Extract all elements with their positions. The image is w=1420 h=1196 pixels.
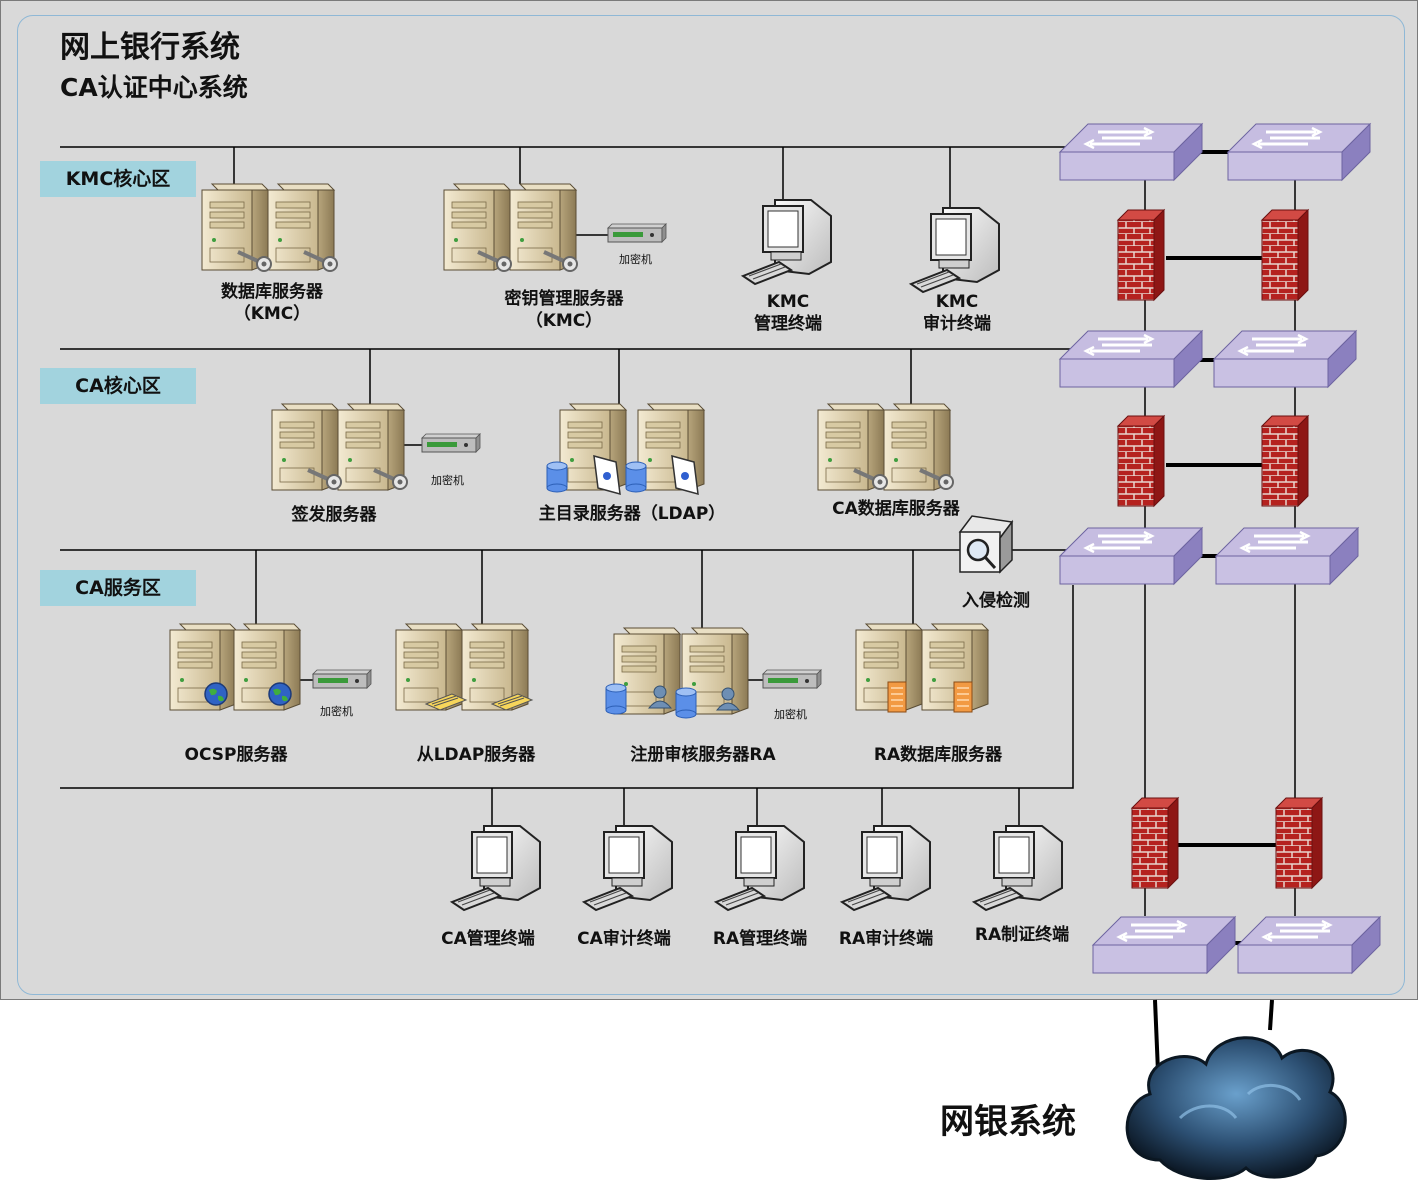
database-icon-3 bbox=[605, 683, 627, 715]
kmc-mgmt-terminal-line2: 管理终端 bbox=[754, 314, 822, 334]
kmc-db-server-tag: （KMC） bbox=[233, 304, 311, 324]
ra-mgmt-terminal-icon bbox=[715, 825, 805, 911]
kmc-key-server-label: 密钥管理服务器 （KMC） bbox=[494, 288, 634, 332]
kmc-db-server-icon bbox=[201, 183, 269, 271]
switch-icon-8 bbox=[1236, 915, 1382, 975]
switch-icon bbox=[1058, 122, 1204, 182]
ra-server-label: 注册审核服务器RA bbox=[630, 745, 776, 765]
ldap-slave-label: 从LDAP服务器 bbox=[416, 745, 536, 765]
firewall-icon bbox=[1117, 209, 1165, 301]
kmc-db-server-icon-2 bbox=[267, 183, 335, 271]
kmc-audit-terminal-line1: KMC bbox=[935, 292, 979, 312]
firewall-icon-5 bbox=[1131, 797, 1179, 889]
ca-mgmt-terminal-icon bbox=[451, 825, 541, 911]
kmc-db-server-name: 数据库服务器 bbox=[221, 282, 323, 302]
ra-audit-terminal-icon bbox=[841, 825, 931, 911]
kmc-mgmt-terminal-icon bbox=[742, 199, 832, 285]
firewall-icon-3 bbox=[1117, 415, 1165, 507]
kmc-audit-terminal-line2: 审计终端 bbox=[923, 314, 991, 334]
globe-icon bbox=[204, 682, 228, 706]
database-icon-2 bbox=[625, 461, 647, 493]
zone-label-ca-service: CA服务区 bbox=[40, 570, 196, 606]
terminal-label-5: RA制证终端 bbox=[974, 925, 1070, 945]
firewall-icon-2 bbox=[1261, 209, 1309, 301]
zone-label-ca-core: CA核心区 bbox=[40, 368, 196, 404]
kmc-audit-terminal-icon bbox=[910, 207, 1000, 293]
encryptor-label: 加密机 bbox=[619, 253, 652, 266]
switch-icon-4 bbox=[1212, 329, 1358, 389]
ca-audit-terminal-icon bbox=[583, 825, 673, 911]
certificate-icon bbox=[593, 455, 621, 495]
ldap-master-label: 主目录服务器（LDAP） bbox=[538, 504, 726, 524]
page-subtitle: CA认证中心系统 bbox=[60, 73, 248, 102]
terminal-label-3: RA管理终端 bbox=[712, 929, 808, 949]
external-system-label: 网银系统 bbox=[940, 1102, 1076, 1142]
certificate-icon-2 bbox=[671, 455, 699, 495]
kmc-mgmt-terminal-label: KMC 管理终端 bbox=[742, 291, 834, 335]
zone-label-kmc: KMC核心区 bbox=[40, 161, 196, 197]
ra-cert-terminal-icon bbox=[973, 825, 1063, 911]
ra-db-server-label: RA数据库服务器 bbox=[873, 745, 1003, 765]
cloud-icon bbox=[1125, 1036, 1347, 1180]
sign-server-label: 签发服务器 bbox=[291, 505, 377, 525]
page-title: 网上银行系统 bbox=[60, 30, 240, 65]
ids-icon bbox=[958, 515, 1014, 574]
kmc-mgmt-terminal-line1: KMC bbox=[766, 292, 810, 312]
encryptor-label-3: 加密机 bbox=[320, 705, 353, 718]
kmc-key-server-name: 密钥管理服务器 bbox=[504, 289, 624, 309]
database-icon bbox=[546, 461, 568, 493]
terminal-label-4: RA审计终端 bbox=[838, 929, 934, 949]
encryptor-icon-3 bbox=[312, 669, 372, 689]
terminal-label-2: CA审计终端 bbox=[577, 929, 671, 949]
kmc-db-server-label: 数据库服务器 （KMC） bbox=[212, 281, 332, 325]
panel-border bbox=[17, 15, 1405, 995]
switch-icon-3 bbox=[1058, 329, 1204, 389]
encryptor-icon bbox=[607, 223, 667, 243]
ocsp-server-label: OCSP服务器 bbox=[184, 745, 288, 765]
encryptor-label-2: 加密机 bbox=[431, 474, 464, 487]
kmc-key-server-tag: （KMC） bbox=[525, 311, 603, 331]
switch-icon-2 bbox=[1226, 122, 1372, 182]
ca-db-server-label: CA数据库服务器 bbox=[832, 499, 960, 519]
firewall-icon-6 bbox=[1275, 797, 1323, 889]
switch-icon-6 bbox=[1214, 526, 1360, 586]
encryptor-label-4: 加密机 bbox=[774, 708, 807, 721]
switch-icon-7 bbox=[1091, 915, 1237, 975]
ids-label: 入侵检测 bbox=[962, 591, 1030, 611]
switch-icon-5 bbox=[1058, 526, 1204, 586]
database-icon-4 bbox=[675, 687, 697, 719]
encryptor-icon-4 bbox=[762, 669, 822, 689]
terminal-label: CA管理终端 bbox=[441, 929, 535, 949]
firewall-icon-4 bbox=[1261, 415, 1309, 507]
kmc-audit-terminal-label: KMC 审计终端 bbox=[911, 291, 1003, 335]
encryptor-icon-2 bbox=[421, 433, 481, 453]
oracle-db-icon bbox=[887, 681, 907, 713]
oracle-db-icon-2 bbox=[953, 681, 973, 713]
globe-icon-2 bbox=[268, 682, 292, 706]
